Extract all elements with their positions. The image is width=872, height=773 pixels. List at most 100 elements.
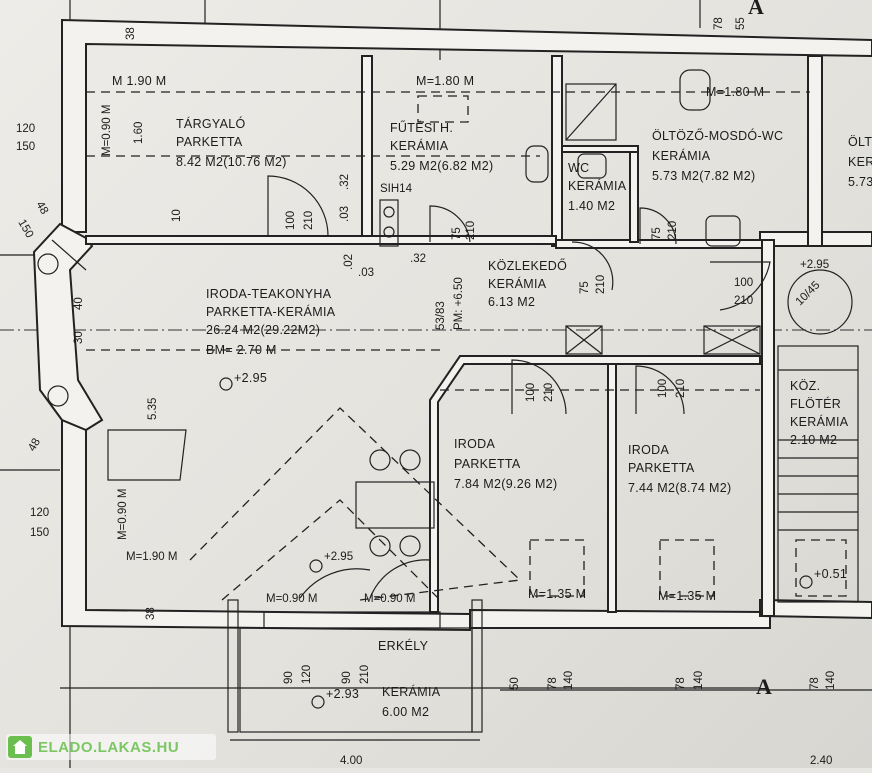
dim-140-c: 140 bbox=[825, 671, 837, 690]
targyalo-area: 8.42 M2(10.76 M2) bbox=[176, 155, 287, 169]
dim-10: 10 bbox=[171, 209, 183, 222]
section-mark-bottom: A bbox=[756, 674, 772, 699]
dim-120-a: 120 bbox=[16, 123, 35, 135]
dim-32-b: .32 bbox=[410, 253, 426, 265]
dim-78-b: 78 bbox=[547, 677, 559, 690]
staircase bbox=[777, 269, 859, 603]
dim-160: 1.60 bbox=[133, 122, 145, 144]
oltozo-name: ÖLTÖZŐ-MOSDÓ-WC bbox=[652, 128, 783, 143]
dim-30: 30 bbox=[73, 331, 85, 344]
dim-150-b: 150 bbox=[30, 527, 49, 539]
dim-m090-a: M=0.90 M bbox=[101, 105, 113, 156]
dim-400: 4.00 bbox=[340, 755, 362, 767]
iroda1-name: IRODA bbox=[454, 437, 495, 451]
dim-210-b: 210 bbox=[465, 221, 477, 240]
dim-55-top: 55 bbox=[735, 17, 747, 30]
dim-48-b: 48 bbox=[26, 436, 43, 453]
targyalo-floor: PARKETTA bbox=[176, 135, 243, 149]
bay-window bbox=[32, 222, 104, 432]
watermark-text: ELADO.LAKAS.HU bbox=[38, 738, 180, 756]
kozlekedo-area: 6.13 M2 bbox=[488, 295, 535, 309]
futesi-area: 5.29 M2(6.82 M2) bbox=[390, 159, 493, 173]
oltozo-dim: M=1.80 M bbox=[706, 85, 764, 99]
iroda-teakonyha-area: 26.24 M2(29.22M2) bbox=[206, 323, 320, 337]
dim-m090-d: M=0.90 M bbox=[364, 593, 415, 605]
futesi-name: FŰTÉSI H. bbox=[390, 120, 453, 135]
oltozo-floor: KERÁMIA bbox=[652, 148, 711, 163]
futesi-floor: KERÁMIA bbox=[390, 138, 449, 153]
house-icon bbox=[8, 736, 32, 758]
dim-03-b: .03 bbox=[358, 267, 374, 279]
dim-210-d: 210 bbox=[667, 221, 679, 240]
dim-150-c: 150 bbox=[15, 218, 35, 241]
level-295-c: +2.95 bbox=[324, 551, 353, 563]
dim-03-a: .03 bbox=[339, 206, 351, 222]
erkely-floor: KERÁMIA bbox=[382, 684, 441, 699]
iroda1-dim: M=1.35 M bbox=[528, 587, 586, 601]
dim-32-a: .32 bbox=[339, 174, 351, 190]
kozlekedo-name: KÖZLEKEDŐ bbox=[488, 258, 567, 273]
iroda-teakonyha-bm: BM= 2.70 M bbox=[206, 343, 277, 357]
dim-75-b: 75 bbox=[579, 281, 591, 294]
watermark: ELADO.LAKAS.HU bbox=[6, 734, 216, 760]
dim-100-a: 100 bbox=[285, 211, 297, 230]
iroda2-name: IRODA bbox=[628, 443, 669, 457]
futesi-dim: M=1.80 M bbox=[416, 74, 474, 88]
dim-120-c: 120 bbox=[301, 665, 313, 684]
interior-walls bbox=[85, 55, 823, 617]
iroda-teakonyha-name: IRODA-TEAKONYHA bbox=[206, 287, 332, 301]
wc-floor: KERÁMIA bbox=[568, 178, 627, 193]
olt-partial-name: ÖLT bbox=[848, 135, 872, 149]
erkely-name: ERKÉLY bbox=[378, 638, 429, 653]
wc-name: WC bbox=[568, 161, 589, 175]
dim-210-e: 210 bbox=[734, 295, 753, 307]
dim-40: 40 bbox=[73, 297, 85, 310]
dim-pm: PM: +6.50 bbox=[453, 277, 465, 330]
dim-5383: 53/83 bbox=[435, 301, 447, 330]
dim-90-c: 90 bbox=[341, 671, 353, 684]
outer-walls bbox=[61, 18, 872, 632]
dim-75-a: 75 bbox=[451, 227, 463, 240]
oltozo-area: 5.73 M2(7.82 M2) bbox=[652, 169, 755, 183]
dim-100-b: 100 bbox=[734, 277, 753, 289]
dashed-lines bbox=[86, 91, 810, 601]
dim-m090-b: M=0.90 M bbox=[117, 489, 129, 540]
dim-1045: 10/45 bbox=[794, 279, 823, 308]
dim-535: 5.35 bbox=[147, 398, 159, 420]
dim-140-b: 140 bbox=[693, 671, 705, 690]
section-mark-top: A bbox=[748, 0, 764, 19]
sih-label: SIH14 bbox=[380, 183, 413, 195]
dim-210-c: 210 bbox=[595, 275, 607, 294]
dim-210-h: 210 bbox=[359, 665, 371, 684]
kozlekedo-floor: KERÁMIA bbox=[488, 276, 547, 291]
dim-38-b: 38 bbox=[145, 607, 157, 620]
koz-level: +0.51 bbox=[814, 567, 847, 581]
dim-210-g: 210 bbox=[675, 379, 687, 398]
dim-295-b: +2.95 bbox=[800, 259, 829, 271]
koz-sub: FLÖTÉR bbox=[790, 396, 841, 411]
dim-m190: M=1.90 M bbox=[126, 551, 177, 563]
dim-120-b: 120 bbox=[30, 507, 49, 519]
door-swings bbox=[267, 175, 771, 599]
dim-02: .02 bbox=[343, 254, 355, 270]
dim-75-c: 75 bbox=[651, 227, 663, 240]
dim-100-d: 100 bbox=[657, 379, 669, 398]
erkely-level: +2.93 bbox=[326, 687, 359, 701]
iroda2-floor: PARKETTA bbox=[628, 461, 695, 475]
dim-78-top: 78 bbox=[713, 17, 725, 30]
dim-140-a: 140 bbox=[563, 671, 575, 690]
dim-150-a: 150 bbox=[16, 141, 35, 153]
dim-50: 50 bbox=[509, 677, 521, 690]
balcony bbox=[227, 599, 483, 741]
iroda1-floor: PARKETTA bbox=[454, 457, 521, 471]
koz-name: KÖZ. bbox=[790, 379, 820, 393]
dim-90-b: 90 bbox=[283, 671, 295, 684]
dim-210-a: 210 bbox=[303, 211, 315, 230]
erkely-area: 6.00 M2 bbox=[382, 705, 429, 719]
iroda-teakonyha-level: +2.95 bbox=[234, 371, 267, 385]
level-markers bbox=[219, 377, 813, 709]
olt-partial-floor: KER bbox=[848, 155, 872, 169]
dim-240: 2.40 bbox=[810, 755, 832, 767]
